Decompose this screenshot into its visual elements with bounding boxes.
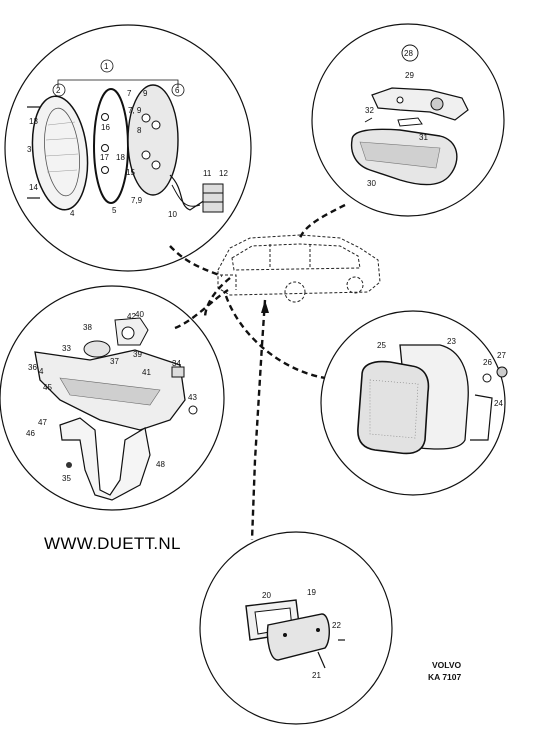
callout-40: 40 [135, 310, 144, 319]
callout-5: 5 [112, 206, 117, 215]
callout-45: 45 [43, 383, 52, 392]
callout-25: 25 [377, 341, 386, 350]
callout-43: 43 [188, 393, 197, 402]
callout-31: 31 [419, 133, 428, 142]
callout-47: 47 [38, 418, 47, 427]
callout-7: 7 [127, 89, 132, 98]
bulb [101, 166, 109, 174]
callout-35: 35 [62, 474, 71, 483]
callout-24: 24 [494, 399, 503, 408]
callout-28: 28 [404, 49, 413, 58]
callout-3: 3 [27, 145, 32, 154]
callout-6: 6 [175, 86, 180, 95]
detail-circle-reverse-light [311, 23, 505, 217]
callout-41: 41 [142, 368, 151, 377]
connector-block [202, 183, 224, 213]
callout-2: 2 [56, 86, 61, 95]
callout-32: 32 [365, 106, 374, 115]
callout-79b: 7,9 [131, 196, 143, 205]
callout-23: 23 [447, 337, 456, 346]
brand-text: VOLVO [432, 660, 462, 670]
callout-14: 14 [29, 183, 38, 192]
callout-11: 11 [203, 169, 212, 178]
callout-48: 48 [156, 460, 165, 469]
callout-9: 9 [143, 89, 148, 98]
callout-20: 20 [262, 591, 271, 600]
website-text: WWW.DUETT.NL [44, 534, 181, 553]
bulb [101, 144, 109, 152]
callout-46: 46 [26, 429, 35, 438]
callout-12: 12 [219, 169, 228, 178]
callout-38: 38 [83, 323, 92, 332]
callout-17: 17 [100, 153, 109, 162]
mounting-bracket [371, 87, 469, 121]
callout-10: 10 [168, 210, 177, 219]
detail-circle-side-marker [199, 531, 393, 725]
callout-44: 4 [39, 367, 44, 376]
leader-lines [169, 203, 346, 541]
callout-79a: 7, 9 [128, 106, 142, 115]
callout-18: 18 [116, 153, 125, 162]
lamp-lens [31, 95, 89, 211]
detail-circle-square-lamp [320, 310, 508, 496]
lamp-lens-square [357, 360, 430, 455]
bulb [101, 113, 109, 121]
callout-4: 4 [70, 209, 75, 218]
callout-37: 37 [110, 357, 119, 366]
callout-21: 21 [312, 671, 321, 680]
callout-15: 15 [126, 168, 135, 177]
lamp-housing [127, 84, 179, 196]
callout-22: 22 [332, 621, 341, 630]
marker-lens [266, 613, 330, 661]
callout-13: 13 [29, 117, 38, 126]
callout-39: 39 [133, 350, 142, 359]
callout-26: 26 [483, 358, 492, 367]
callout-33: 33 [62, 344, 71, 353]
callout-34: 34 [172, 359, 181, 368]
plate-lamp-lens [83, 340, 111, 358]
drawing-code: KA 7107 [428, 672, 462, 682]
callout-27: 27 [497, 351, 506, 360]
callout-29: 29 [405, 71, 414, 80]
car-outline [217, 234, 381, 303]
callout-42: 42 [127, 312, 136, 321]
plate-bracket [59, 417, 151, 501]
callout-30: 30 [367, 179, 376, 188]
lamp-gasket [93, 88, 129, 204]
detail-circle-number-plate-light [0, 285, 225, 511]
callout-8: 8 [137, 126, 142, 135]
detail-circle-rear-lamp [4, 24, 252, 272]
callout-19: 19 [307, 588, 316, 597]
callout-1: 1 [104, 62, 109, 71]
callout-16: 16 [101, 123, 110, 132]
callout-36: 36 [28, 363, 37, 372]
